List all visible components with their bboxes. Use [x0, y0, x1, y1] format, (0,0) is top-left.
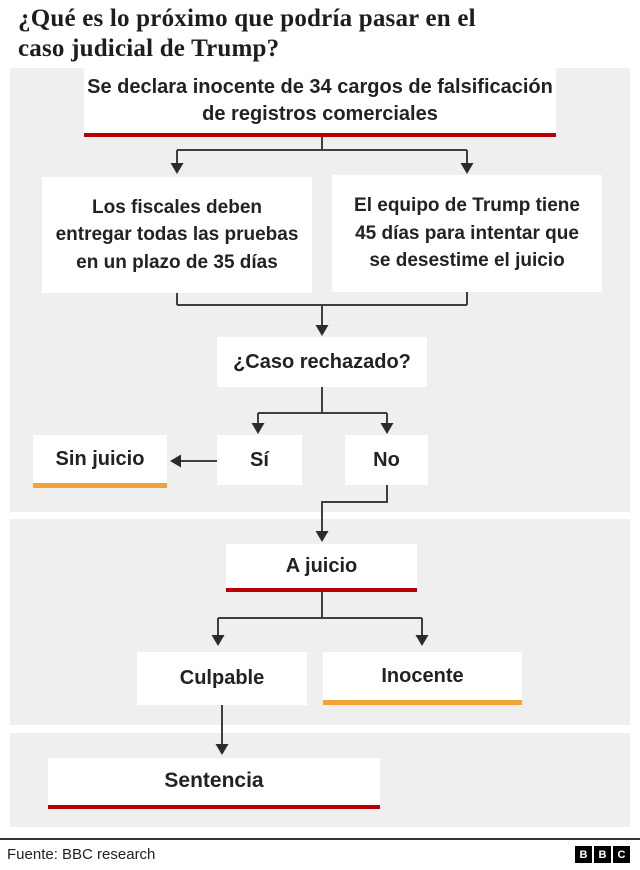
bbc-logo: B B C [575, 846, 630, 863]
flow-node-no-trial: Sin juicio [33, 435, 167, 488]
flow-node-no: No [345, 435, 428, 485]
flow-node-trial: A juicio [226, 544, 417, 592]
flow-node-guilty: Culpable [137, 652, 307, 705]
flow-node-yes: Sí [217, 435, 302, 485]
flow-node-sentence: Sentencia [48, 758, 380, 809]
flow-node-prosecutors-deadline: Los fiscales deben entregar todas las pr… [42, 177, 312, 293]
flow-node-case-dismissed-question: ¿Caso rechazado? [217, 337, 427, 387]
page-title: ¿Qué es lo próximo que podría pasar en e… [18, 5, 476, 62]
bbc-logo-block: B [575, 846, 592, 863]
footer-divider [0, 838, 640, 840]
flow-node-plea: Se declara inocente de 34 cargos de fals… [84, 68, 556, 137]
flow-node-trump-team-deadline: El equipo de Trump tiene 45 días para in… [332, 175, 602, 292]
flow-node-innocent: Inocente [323, 652, 522, 705]
bbc-logo-block: B [594, 846, 611, 863]
bbc-logo-block: C [613, 846, 630, 863]
source-attribution: Fuente: BBC research [7, 846, 156, 863]
